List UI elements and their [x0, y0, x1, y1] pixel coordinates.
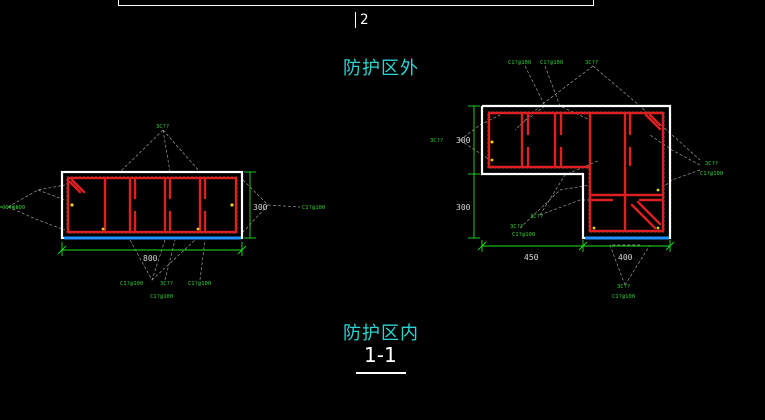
- outside-zone-title: 防护区外: [343, 58, 419, 79]
- right-note-top-left: C1?@100: [508, 60, 531, 66]
- section-mark: 1-1: [364, 343, 397, 367]
- left-section: 800 300 3C?? C1?@100 C1?@100 C1?@100 3C?…: [0, 124, 325, 300]
- right-concrete-outline: [480, 104, 672, 240]
- left-note-top: 3C??: [156, 124, 169, 130]
- right-dim-bottom-height: 300: [456, 203, 471, 212]
- right-rebar: [487, 111, 665, 233]
- left-rebar: [66, 176, 238, 234]
- left-dim-height: 300: [253, 203, 268, 212]
- left-concrete-outline: [60, 170, 244, 240]
- right-dim-bottom-right: 400: [618, 253, 633, 262]
- left-note-right: C1?@100: [302, 205, 325, 211]
- right-note-mid-2: 3C??: [510, 224, 523, 230]
- right-dimensions: [468, 105, 675, 252]
- right-note-bottom-1: 3C??: [617, 284, 630, 290]
- right-rebar-dots: [490, 140, 660, 230]
- left-note-bottom-right: C1?@100: [188, 281, 211, 287]
- right-dim-bottom-left: 450: [524, 253, 539, 262]
- left-note-bottom-left: C1?@100: [120, 281, 143, 287]
- inside-zone-title: 防护区内: [343, 323, 419, 344]
- right-note-left: 3C??: [430, 138, 443, 144]
- right-note-top-right: 3C??: [585, 60, 598, 66]
- right-section: 300 300 450 400 C1?@100 C1?@100 3C?? 3C?…: [430, 60, 723, 300]
- grid-axis-label: 2: [360, 12, 369, 28]
- left-leader-lines: [7, 129, 301, 281]
- right-inner-dashed: [487, 111, 665, 233]
- right-note-mid-1: 3C??: [530, 214, 543, 220]
- right-note-top-mid: C1?@100: [540, 60, 563, 66]
- right-note-right-1: 3C??: [705, 161, 718, 167]
- right-dim-top-height: 300: [456, 136, 471, 145]
- section-underline: [356, 372, 406, 374]
- left-dimensions: [0, 171, 256, 256]
- right-note-bottom-2: C1?@100: [612, 294, 635, 300]
- top-axis-strip: [118, 0, 594, 6]
- left-note-bottom-mid: 3C??: [160, 281, 173, 287]
- right-note-mid-3: C1?@100: [512, 232, 535, 238]
- right-note-right-2: C1?@100: [700, 171, 723, 177]
- left-note-left: C1?@100: [2, 205, 25, 211]
- grid-tick: [355, 12, 356, 28]
- left-rebar-dots: [70, 203, 234, 231]
- left-note-bottom-mid2: C1?@100: [150, 294, 173, 300]
- left-inner-dashed: [66, 176, 238, 234]
- left-dim-width: 800: [143, 254, 158, 263]
